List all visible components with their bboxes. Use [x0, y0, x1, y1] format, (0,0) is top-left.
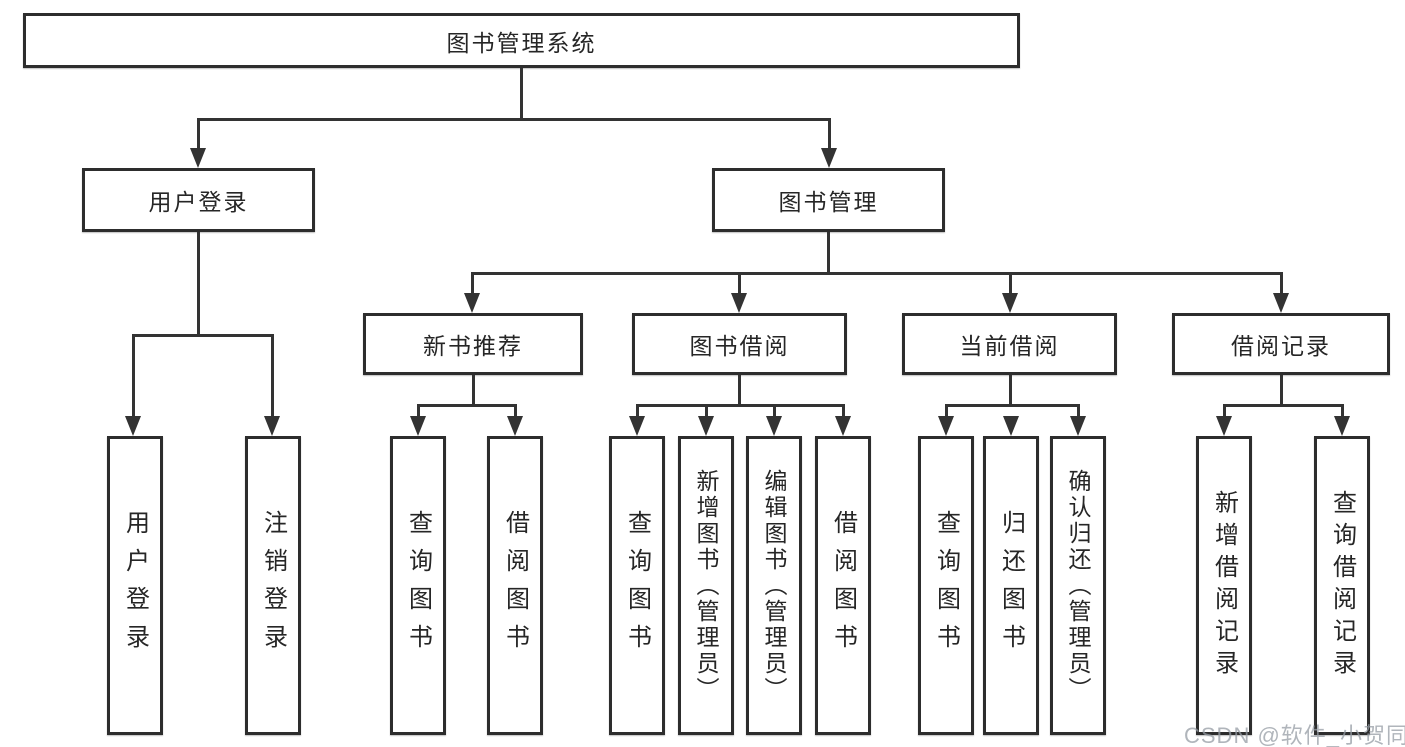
- node-book-borrow: 图书借阅: [632, 313, 847, 375]
- connector-line: [945, 404, 1079, 407]
- arrow-down-icon: [629, 416, 645, 436]
- connector-line: [636, 404, 639, 422]
- watermark: CSDN @软件_小贺同学: [1184, 723, 1405, 747]
- connector-line: [471, 272, 1282, 275]
- connector-line: [1009, 375, 1012, 406]
- connector-line: [132, 334, 135, 422]
- node-current-borrow: 当前借阅: [902, 313, 1117, 375]
- node-borrow-records: 借阅记录: [1172, 313, 1390, 375]
- node-root-label: 图书管理系统: [446, 29, 597, 56]
- node-root: 图书管理系统: [23, 13, 1020, 68]
- arrow-down-icon: [1334, 416, 1350, 436]
- arrow-down-icon: [507, 416, 523, 436]
- node-book-management: 图书管理: [712, 168, 945, 232]
- connector-line: [842, 404, 845, 422]
- connector-line: [198, 118, 830, 121]
- leaf-return-book: 归还图书: [983, 436, 1039, 735]
- connector-line: [738, 375, 741, 406]
- arrow-down-icon: [1273, 293, 1289, 313]
- connector-line: [1280, 375, 1283, 406]
- node-borrow-records-label: 借阅记录: [1231, 333, 1331, 359]
- connector-line: [945, 404, 948, 422]
- node-book-borrow-label: 图书借阅: [689, 333, 790, 359]
- arrow-down-icon: [821, 148, 837, 168]
- arrow-down-icon: [731, 293, 747, 313]
- connector-line: [472, 375, 475, 406]
- arrow-down-icon: [1216, 416, 1232, 436]
- arrow-down-icon: [410, 416, 426, 436]
- connector-line: [271, 334, 274, 422]
- arrow-down-icon: [698, 416, 714, 436]
- connector-line: [417, 404, 517, 407]
- leaf-logout: 注销登录: [245, 436, 301, 735]
- connector-line: [197, 118, 200, 152]
- arrow-down-icon: [125, 416, 141, 436]
- node-current-borrow-label: 当前借阅: [959, 333, 1060, 359]
- connector-line: [471, 272, 474, 300]
- connector-line: [197, 232, 200, 335]
- leaf-query-books-recommend: 查询图书: [390, 436, 446, 735]
- connector-line: [132, 334, 274, 337]
- leaf-borrow-books: 借阅图书: [815, 436, 871, 735]
- node-new-book-recommend-label: 新书推荐: [423, 333, 523, 359]
- connector-line: [1280, 272, 1283, 300]
- connector-line: [636, 404, 844, 407]
- leaf-user-login: 用户登录: [107, 436, 163, 735]
- node-new-book-recommend: 新书推荐: [363, 313, 583, 375]
- leaf-edit-book-admin: 编辑图书（管理员）: [746, 436, 802, 735]
- connector-line: [1223, 404, 1343, 407]
- connector-line: [1009, 272, 1012, 300]
- connector-line: [738, 272, 741, 300]
- connector-line: [520, 68, 523, 119]
- arrow-down-icon: [1003, 416, 1019, 436]
- connector-line: [1341, 404, 1344, 422]
- node-user-login-label: 用户登录: [148, 189, 249, 215]
- arrow-down-icon: [1070, 416, 1086, 436]
- leaf-query-books-borrow: 查询图书: [609, 436, 665, 735]
- connector-line: [705, 404, 708, 422]
- arrow-down-icon: [938, 416, 954, 436]
- connector-line: [1077, 404, 1080, 422]
- arrow-down-icon: [1002, 293, 1018, 313]
- arrow-down-icon: [464, 293, 480, 313]
- connector-line: [417, 404, 420, 422]
- leaf-query-borrow-record: 查询借阅记录: [1314, 436, 1370, 735]
- leaf-confirm-return-admin: 确认归还（管理员）: [1050, 436, 1106, 735]
- leaf-add-book-admin: 新增图书（管理员）: [678, 436, 734, 735]
- connector-line: [1223, 404, 1226, 422]
- connector-line: [773, 404, 776, 422]
- arrow-down-icon: [835, 416, 851, 436]
- connector-line: [827, 232, 830, 274]
- arrow-down-icon: [766, 416, 782, 436]
- leaf-add-borrow-record: 新增借阅记录: [1196, 436, 1252, 735]
- leaf-borrow-books-recommend: 借阅图书: [487, 436, 543, 735]
- connector-line: [514, 404, 517, 422]
- leaf-query-books-current: 查询图书: [918, 436, 974, 735]
- arrow-down-icon: [264, 416, 280, 436]
- arrow-down-icon: [190, 148, 206, 168]
- node-user-login: 用户登录: [82, 168, 315, 232]
- node-book-management-label: 图书管理: [778, 189, 879, 215]
- connector-line: [828, 118, 831, 152]
